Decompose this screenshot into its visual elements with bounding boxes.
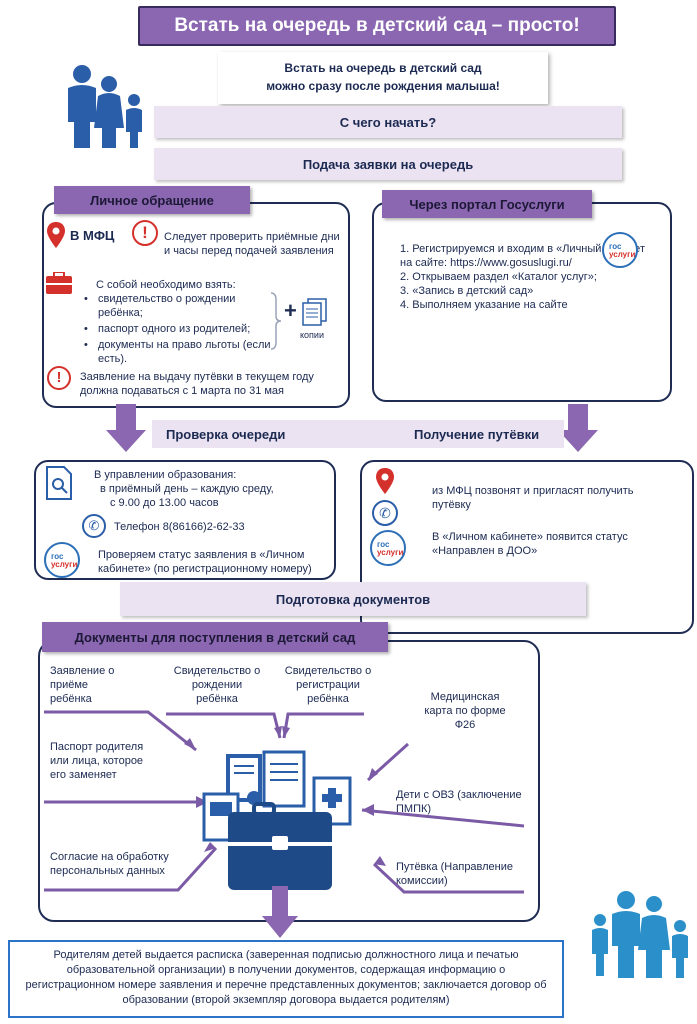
deadline-note: Заявление на выдачу путёвки в текущем го…: [80, 371, 314, 397]
check-hours: с 9.00 до 13.00 часов: [110, 497, 219, 509]
phone-icon: ✆: [82, 514, 106, 538]
check-days: в приёмный день – каждую среду,: [100, 483, 274, 495]
doc-connectors: [44, 710, 525, 894]
gos-bottom-text: услуги: [51, 560, 78, 569]
intro-line-2: можно сразу после рождения малыша!: [266, 79, 500, 93]
portal-step: 3. «Запись в детский сад»: [400, 285, 534, 297]
doc-passport: Паспорт родителя или лица, которое его з…: [50, 741, 144, 781]
family-icon-2: [592, 891, 688, 978]
bring-item: документы на право льготы (если есть).: [84, 338, 280, 366]
doc-registration-cert: Свидетельство о регистрации ребёнка: [284, 665, 372, 705]
portal-step: 4. Выполняем указание на сайте: [400, 299, 568, 311]
check-receive-bar: [152, 420, 564, 448]
check-label: Проверка очереди: [166, 427, 286, 442]
copies-label: копии: [300, 330, 324, 340]
arrow-down-icon: [106, 404, 146, 452]
gos-bottom-text: услуги: [609, 250, 636, 259]
document-search-icon: [46, 466, 72, 500]
docs-tab: Документы для поступления в детский сад: [42, 622, 388, 652]
receive-label: Получение путёвки: [414, 427, 540, 442]
gos-top-text: гос: [51, 552, 64, 561]
gos-bottom-text: услуги: [377, 548, 404, 557]
plus-icon: +: [284, 298, 297, 323]
doc-medical-card: Медицинская карта по форме Ф26: [424, 691, 506, 731]
check-dept: В управлении образования:: [94, 469, 237, 481]
mfc-label: В МФЦ: [70, 228, 115, 243]
check-status: Проверяем статус заявления в «Личном каб…: [98, 549, 312, 575]
gos-top-text: гос: [377, 540, 390, 549]
location-pin-icon-2: [376, 468, 394, 494]
intro-line-1: Встать на очередь в детский сад: [284, 61, 482, 75]
gos-top-text: гос: [609, 242, 622, 251]
portal-tab: Через портал Госуслуги: [382, 190, 592, 218]
intro-box: Встать на очередь в детский сад можно ср…: [218, 52, 548, 104]
briefcase-icon: [46, 272, 72, 294]
start-banner: С чего начать?: [154, 106, 622, 138]
doc-ovz: Дети с ОВЗ (заключение ПМПК): [396, 789, 522, 815]
bring-item: паспорт одного из родителей;: [84, 322, 280, 336]
bring-item: свидетельство о рождении ребёнка;: [84, 292, 280, 320]
apply-banner: Подача заявки на очередь: [154, 148, 622, 180]
bring-list: свидетельство о рождении ребёнка; паспор…: [80, 292, 280, 366]
family-icon: [68, 65, 142, 148]
portal-step: 2. Открываем раздел «Каталог услуг»;: [400, 271, 597, 283]
exclamation-icon-2: !: [47, 366, 71, 390]
receive-cabinet: В «Личном кабинете» появится статус «Нап…: [432, 531, 628, 557]
portal-steps: 1. Регистрируемся и входим в «Личный каб…: [400, 242, 652, 312]
personal-tab: Личное обращение: [54, 186, 250, 214]
doc-voucher: Путёвка (Направление комиссии): [396, 861, 514, 887]
location-pin-icon: [47, 222, 65, 248]
receive-mfc: из МФЦ позвонят и пригласят получить пут…: [432, 485, 634, 511]
copies-icon: [302, 298, 327, 326]
portal-step: 1. Регистрируемся и входим в «Личный каб…: [400, 243, 645, 269]
arrow-down-icon-3: [262, 886, 298, 938]
doc-application: Заявление о приёме ребёнка: [50, 665, 115, 705]
footer-note: Родителям детей выдается расписка (завер…: [8, 940, 564, 1018]
exclamation-icon: !: [132, 220, 158, 246]
phone-icon-2: ✆: [372, 500, 398, 526]
page-title-banner: Встать на очередь в детский сад – просто…: [138, 6, 616, 46]
doc-birth-cert: Свидетельство о рождении ребёнка: [173, 665, 261, 705]
prep-banner: Подготовка документов: [120, 582, 586, 616]
check-phone: Телефон 8(86166)2-62-33: [114, 521, 245, 533]
bring-title: С собой необходимо взять:: [96, 279, 236, 291]
brace-icon: [270, 292, 282, 350]
documents-briefcase-icon: [202, 750, 352, 890]
doc-consent: Согласие на обработку персональных данны…: [50, 851, 169, 877]
arrow-down-icon-2: [558, 404, 598, 452]
personal-note: Следует проверить приёмные дни и часы пе…: [164, 231, 340, 257]
